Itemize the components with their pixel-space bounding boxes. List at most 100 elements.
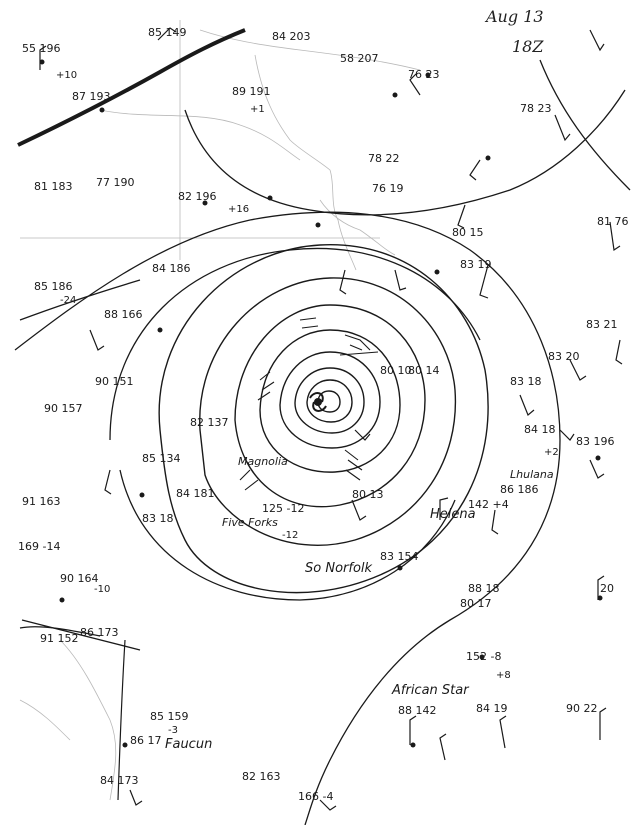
isobar <box>306 379 353 423</box>
wind-barb-icon <box>499 715 507 749</box>
station-plot: 85 159 <box>150 710 189 723</box>
barb-cluster <box>299 317 319 329</box>
station-plot: 58 207 <box>340 52 379 65</box>
ship-name-african-star: African Star <box>391 683 470 698</box>
wind-barb-icon <box>129 789 143 806</box>
station-plot: 77 190 <box>96 176 135 189</box>
station-plot: 89 191 <box>232 85 271 98</box>
barb-cluster <box>344 449 363 481</box>
wind-barb-icon <box>319 799 337 811</box>
station-plot: 83 20 <box>548 350 580 363</box>
station-plot: 86 186 <box>500 483 539 496</box>
station-plot: 90 22 <box>566 702 598 715</box>
station-dot <box>157 327 163 333</box>
isobar <box>279 351 381 449</box>
coastline <box>99 109 301 161</box>
wind-barb-icon <box>589 459 605 479</box>
isobar <box>259 329 401 473</box>
station-plot: 80 13 <box>352 488 384 501</box>
ship-name-five-forks: Five Forks <box>222 516 278 529</box>
hurricane-eye-icon <box>314 398 322 406</box>
isobar-west <box>19 279 141 321</box>
station-plot: 84 181 <box>176 487 215 500</box>
wind-barb-icon <box>394 269 407 291</box>
isobar <box>234 304 426 508</box>
isobar <box>294 367 365 434</box>
barb-cluster <box>257 371 275 401</box>
station-dot <box>485 155 491 161</box>
trough-line <box>117 639 126 801</box>
station-dot <box>202 200 208 206</box>
station-plot: 84 19 <box>476 702 508 715</box>
station-plot: 85 134 <box>142 452 181 465</box>
station-plot: 88 166 <box>104 308 143 321</box>
pressure-tendency: +10 <box>56 70 77 81</box>
isobar-sw <box>21 619 141 651</box>
pressure-tendency: -12 <box>282 530 298 541</box>
pressure-tendency: +16 <box>228 204 249 215</box>
station-plot: 78 22 <box>368 152 400 165</box>
station-dot <box>99 107 105 113</box>
station-markers <box>39 59 603 748</box>
station-dot <box>39 59 45 65</box>
pressure-tendencies: +10 +1 -10 -24 +8 -3 +16 -12 +2 <box>56 70 559 736</box>
pressure-tendency: +2 <box>544 447 559 458</box>
station-dot <box>315 222 321 228</box>
wind-barb-icon <box>89 329 105 351</box>
station-plot: 81 183 <box>34 180 73 193</box>
station-dot <box>59 597 65 603</box>
wind-barb-icon <box>597 575 605 600</box>
station-plot: 83 19 <box>460 258 492 271</box>
station-dot <box>479 654 485 660</box>
frontal-boundary <box>17 28 246 147</box>
station-plot: 55 196 <box>22 42 61 55</box>
isobar <box>199 277 457 546</box>
wind-barb-icon <box>559 429 575 441</box>
wind-barbs <box>39 27 623 811</box>
station-plot: 91 152 <box>40 632 79 645</box>
station-plot: 83 154 <box>380 550 419 563</box>
station-plot: 76 19 <box>372 182 404 195</box>
station-plot: 80 10 <box>380 364 412 377</box>
wind-barb-icon <box>409 73 421 96</box>
barb-cluster <box>239 469 259 491</box>
wind-barb-icon <box>339 269 347 295</box>
wind-barb-icon <box>519 394 535 416</box>
station-dot <box>595 455 601 461</box>
station-plot: 20 <box>600 582 614 595</box>
hurricane-center <box>309 392 327 412</box>
wind-barb-icon <box>615 339 623 365</box>
station-plot: 88 142 <box>398 704 437 717</box>
station-plot: 84 18 <box>524 423 556 436</box>
ship-name-helena: Helena <box>430 507 476 522</box>
station-plot: 80 15 <box>452 226 484 239</box>
isobar-outer <box>158 244 489 594</box>
coastline <box>19 699 71 741</box>
station-plot: 91 163 <box>22 495 61 508</box>
wind-barb-icon <box>589 29 605 52</box>
station-plot: 90 151 <box>95 375 134 388</box>
pressure-tendency: -24 <box>60 295 76 306</box>
station-plot: 84 203 <box>272 30 311 43</box>
station-dot <box>597 595 603 601</box>
isobar-large <box>119 469 456 601</box>
station-dot <box>434 269 440 275</box>
wind-barb-icon <box>457 204 466 229</box>
wind-barb-icon <box>354 429 371 441</box>
wind-barb-icon <box>351 499 367 521</box>
station-plot: 80 14 <box>408 364 440 377</box>
coastline <box>254 54 357 271</box>
pressure-tendency: +8 <box>496 670 511 681</box>
wind-barb-icon <box>554 114 571 142</box>
station-plot: 82 137 <box>190 416 229 429</box>
station-plot: 78 23 <box>520 102 552 115</box>
station-dot <box>397 565 403 571</box>
wind-barb-icon <box>469 159 481 181</box>
station-plot: 84 173 <box>100 774 139 787</box>
front-line <box>17 28 246 147</box>
isobar-north <box>184 89 626 216</box>
station-plot: 90 157 <box>44 402 83 415</box>
station-plot: 86 17 <box>130 734 162 747</box>
coastline <box>59 639 117 801</box>
